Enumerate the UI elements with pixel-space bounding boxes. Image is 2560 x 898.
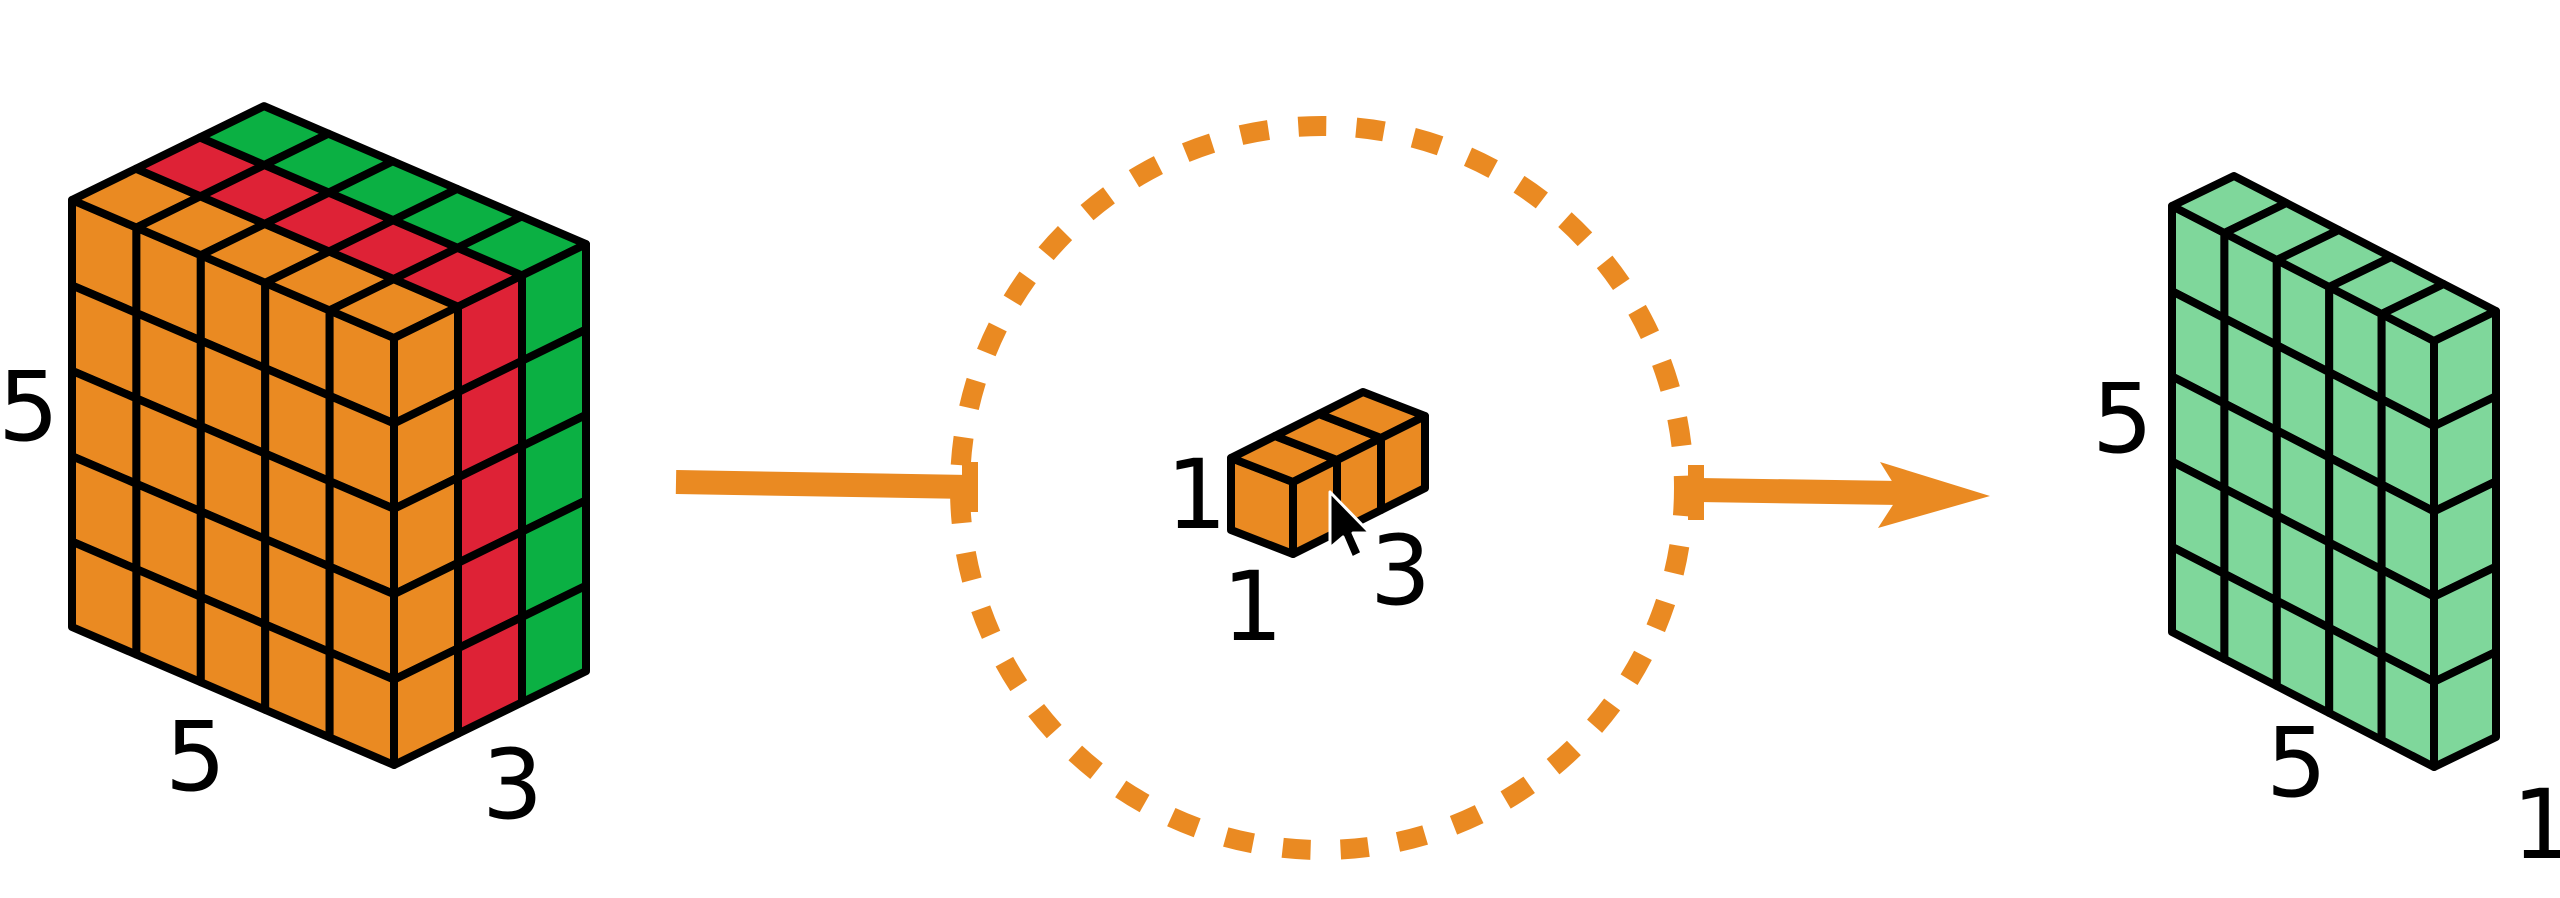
input-depth-label: 3: [482, 729, 543, 841]
kernel-cube-side-cell: [1377, 412, 1429, 514]
kernel-width-label: 1: [1222, 551, 1283, 663]
kernel-block: [1227, 388, 1429, 558]
mouse-cursor-icon: [1328, 490, 1372, 560]
output-cube-side-cell: [2430, 647, 2500, 771]
input-height-label: 5: [0, 351, 59, 463]
dashed-circle: [950, 116, 1694, 860]
output-volume: [2168, 172, 2500, 771]
input-volume: [68, 102, 590, 769]
input-cube-side-cell: [518, 581, 590, 707]
output-width-label: 5: [2266, 707, 2327, 819]
input-arrow: [675, 462, 978, 512]
output-arrow: [1688, 462, 1990, 528]
kernel-height-label: 1: [1166, 439, 1227, 551]
input-width-label: 5: [165, 701, 226, 813]
output-height-label: 5: [2092, 363, 2153, 475]
kernel-depth-label: 3: [1370, 515, 1431, 627]
output-depth-label: 1: [2512, 769, 2560, 881]
arrow-right-icon: [1878, 462, 1990, 528]
